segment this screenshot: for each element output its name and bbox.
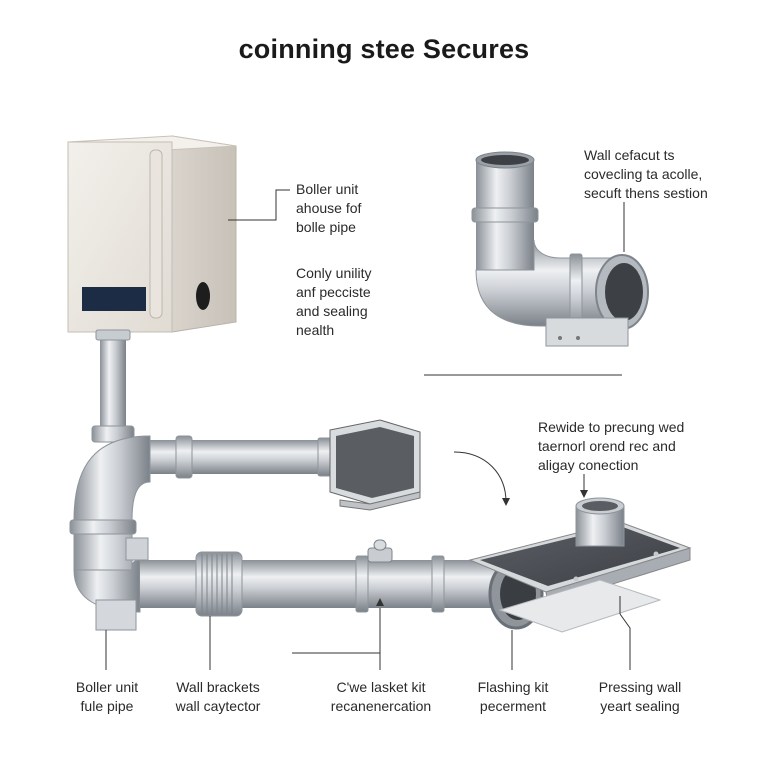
callout-line: Conly unility [296, 265, 372, 281]
diagram-title: coinning stee Secures [238, 34, 530, 64]
callout-bottom-boiler-flue: Boller unit fule pipe [52, 678, 162, 716]
callout-bottom-pressing-wall: Pressing wall yeart sealing [580, 678, 700, 716]
boiler-flue-pipe [91, 329, 135, 443]
callout-wall-elbow: Wall cefacut ts covecling ta acolle, sec… [584, 146, 708, 203]
callout-line: Boller unit [296, 181, 359, 197]
callout-line: bolle pipe [296, 219, 356, 235]
left-elbow-pipe [69, 435, 151, 613]
callout-provide-connection: Rewide to precung wed taernorl orend rec… [538, 418, 684, 475]
callout-line: Wall cefacut ts [584, 147, 675, 163]
callout-line: Rewide to precung wed [538, 419, 685, 435]
callout-line: Wall brackets [176, 679, 260, 695]
callout-line: Pressing wall [598, 679, 682, 695]
boiler-display-panel [82, 287, 146, 311]
corrugated-coupling [201, 554, 233, 614]
callout-boiler-unit: Boller unit ahouse fof bolle pipe [296, 180, 361, 237]
flashing-kit-plate [468, 497, 692, 633]
wall-elbow-detail [471, 151, 649, 347]
callout-line: taernorl orend rec and [538, 438, 676, 454]
callout-line: and sealing [296, 303, 368, 319]
elbow-bracket [545, 317, 629, 347]
wall-bracket [95, 537, 149, 631]
callout-line: Boller unit [75, 679, 139, 695]
callout-bottom-gasket-kit: C'we lasket kit recanenercation [316, 678, 446, 716]
callout-bottom-wall-brackets: Wall brackets wall caytector [158, 678, 278, 716]
boiler-unit [67, 135, 237, 333]
boiler-handle [149, 149, 163, 319]
leader-lines [105, 189, 631, 670]
callout-line: nealth [296, 322, 335, 338]
callout-unility-sealing: Conly unility anf pecciste and sealing n… [296, 264, 371, 340]
inspection-cap [367, 539, 393, 563]
callout-line: pecerment [479, 698, 547, 714]
callout-line: wall caytector [175, 698, 261, 714]
callout-line: C'we lasket kit [336, 679, 426, 695]
callout-line: ahouse fof [296, 200, 362, 216]
callout-line: anf pecciste [296, 284, 371, 300]
callout-line: aligay conection [538, 457, 639, 473]
callout-line: secuft thens sestion [584, 185, 708, 201]
callout-bottom-flashing-kit: Flashing kit pecerment [458, 678, 568, 716]
square-terminal-box [329, 419, 421, 511]
upper-horizontal-pipe [150, 435, 333, 479]
leader-boiler [228, 189, 290, 221]
leader-provide-arrow [453, 451, 507, 503]
callout-line: covecling ta acolle, [584, 166, 703, 182]
callout-line: recanenercation [330, 698, 432, 714]
boiler-vent-hole [196, 282, 210, 310]
callout-line: yeart sealing [600, 698, 680, 714]
callout-line: Flashing kit [477, 679, 549, 695]
callout-line: fule pipe [80, 698, 134, 714]
